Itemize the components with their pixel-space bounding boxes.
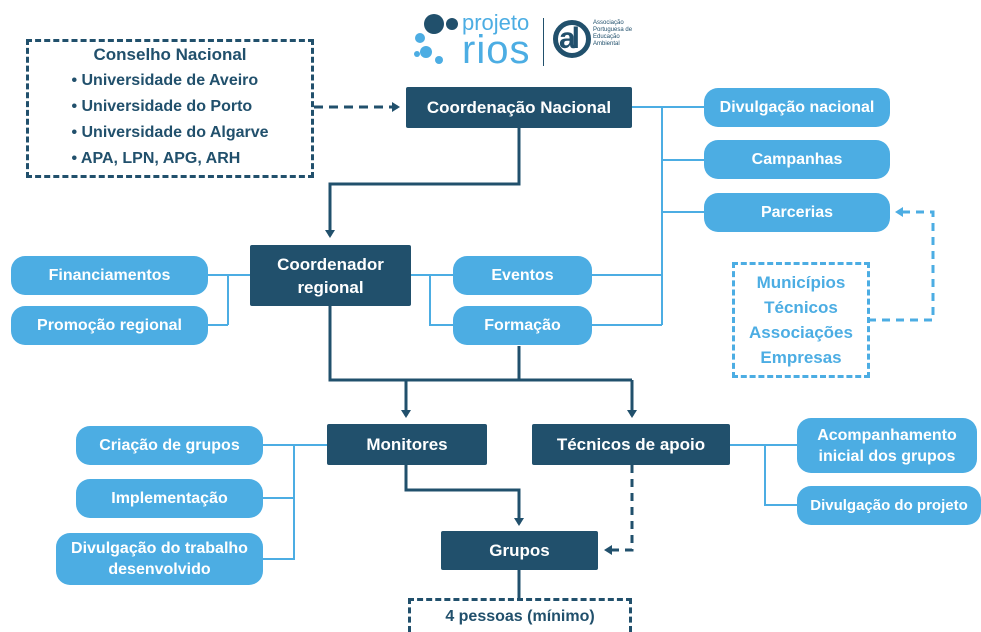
council-title: Conselho Nacional	[93, 45, 247, 64]
implementacao-node: Implementação	[76, 479, 263, 518]
council-box: Conselho Nacional Universidade de Aveiro…	[26, 39, 314, 178]
logo-word-bottom: rios	[462, 28, 531, 72]
regional-to-teams-lines	[328, 306, 632, 382]
formacao-node: Formação	[453, 306, 592, 345]
monitores-branch-lines	[263, 444, 327, 560]
partners-to-parcerias-arrow	[868, 207, 935, 322]
partners-box: Municípios Técnicos Associações Empresas	[732, 262, 870, 378]
droplets-icon	[414, 14, 458, 64]
tecnicos-apoio-node: Técnicos de apoio	[532, 424, 730, 465]
grupos-node: Grupos	[441, 531, 598, 570]
council-item: Universidade do Algarve	[71, 120, 269, 146]
council-item: APA, LPN, APG, ARH	[71, 146, 268, 172]
pessoas-label: 4 pessoas (mínimo)	[445, 607, 595, 625]
acompanhamento-node: Acompanhamento inicial dos grupos	[797, 418, 977, 473]
pessoas-box: 4 pessoas (mínimo)	[408, 598, 632, 632]
eventos-node: Eventos	[453, 256, 592, 295]
national-branch-lines	[592, 106, 704, 326]
monitores-node: Monitores	[327, 424, 487, 465]
monitores-to-grupos-arrow	[404, 465, 524, 526]
tecnicos-to-grupos-arrow	[604, 465, 634, 555]
regional-right-lines	[411, 274, 453, 326]
logo: projeto rios al Associação Portuguesa de…	[412, 8, 652, 74]
partner-item: Municípios	[756, 273, 846, 292]
council-item: Universidade de Aveiro	[71, 68, 268, 94]
tecnicos-branch-lines	[730, 444, 797, 506]
divulgacao-nacional-node: Divulgação nacional	[704, 88, 890, 127]
coordenacao-nacional-node: Coordenação Nacional	[406, 87, 632, 128]
aspea-mark: al	[559, 22, 580, 55]
council-list: Universidade de Aveiro Universidade do P…	[71, 68, 269, 172]
campanhas-node: Campanhas	[704, 140, 890, 179]
promocao-regional-node: Promoção regional	[11, 306, 208, 345]
coord-to-regional-arrow	[325, 128, 521, 238]
partner-item: Empresas	[760, 348, 842, 367]
logo-word-top: projeto	[462, 10, 530, 35]
aspea-logo: al	[549, 16, 599, 66]
criacao-grupos-node: Criação de grupos	[76, 426, 263, 465]
council-item: Universidade do Porto	[71, 94, 268, 120]
divulgacao-projeto-node: Divulgação do projeto	[797, 486, 981, 525]
partner-item: Associações	[749, 323, 853, 342]
coordenador-regional-node: Coordenador regional	[250, 245, 411, 306]
aspea-text: Associação Portuguesa de Educação Ambien…	[593, 20, 633, 47]
parcerias-node: Parcerias	[704, 193, 890, 232]
divulgacao-trabalho-node: Divulgação do trabalho desenvolvido	[56, 533, 263, 585]
partner-item: Técnicos	[764, 298, 838, 317]
regional-left-lines	[208, 274, 250, 326]
globe-icon	[553, 20, 591, 58]
financiamentos-node: Financiamentos	[11, 256, 208, 295]
logo-divider	[543, 18, 544, 66]
